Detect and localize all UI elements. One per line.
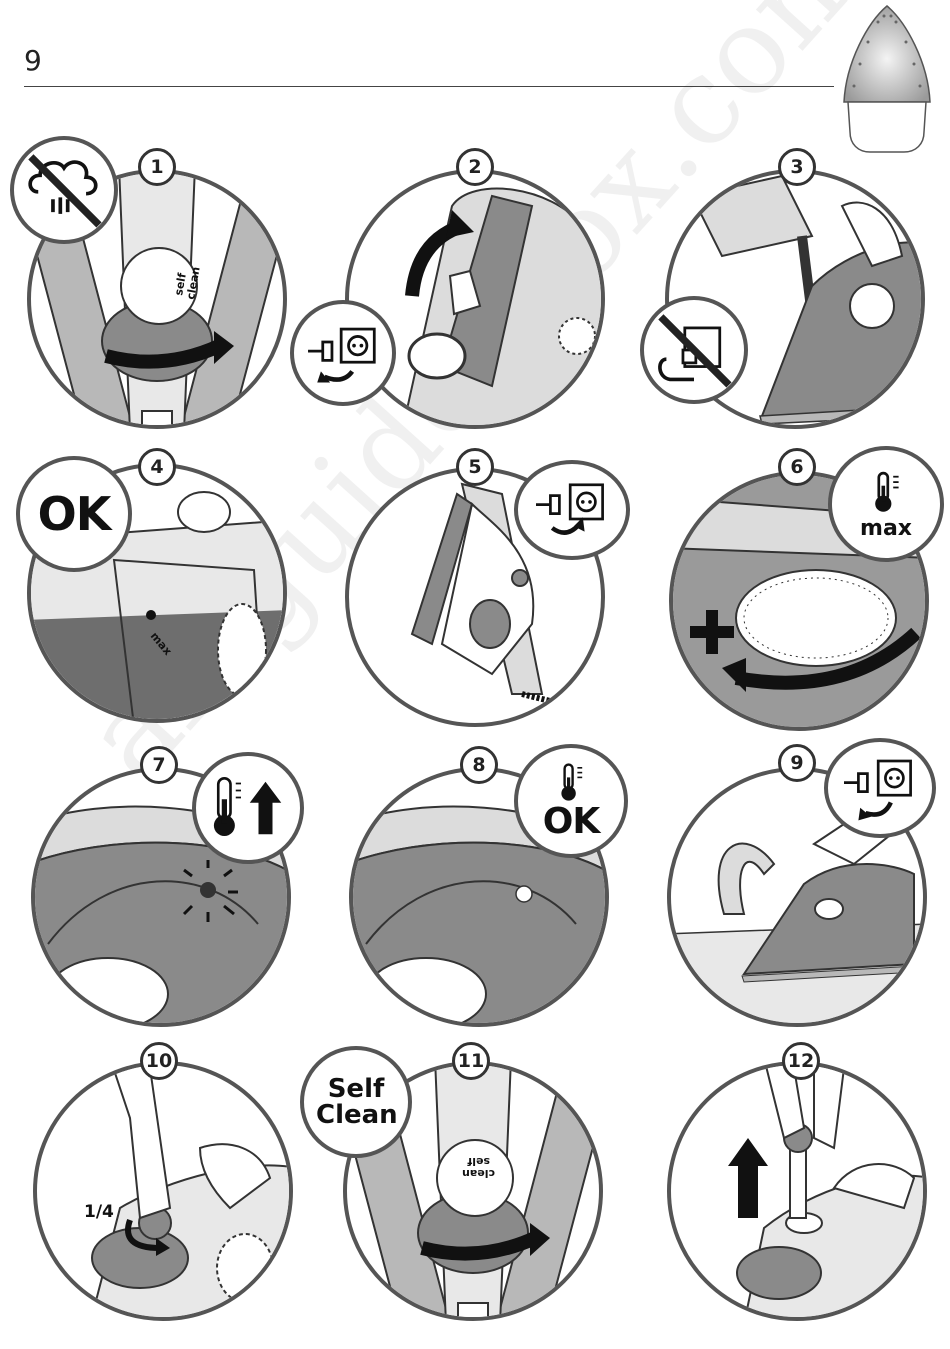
step-number: 5 [456, 448, 494, 486]
plug-in-icon [824, 738, 936, 838]
plug-in-icon [514, 460, 630, 560]
svg-text:clean: clean [462, 1167, 495, 1180]
step-number: 10 [140, 1042, 178, 1080]
max-label: max [860, 516, 912, 541]
quarter-turn-label: 1/4 [84, 1202, 114, 1222]
unplug-icon [290, 300, 396, 406]
step-number: 6 [778, 448, 816, 486]
svg-text:self: self [467, 1155, 490, 1168]
step-number: 11 [452, 1042, 490, 1080]
unplugged-no-power-icon [640, 296, 748, 404]
step-number: 12 [782, 1042, 820, 1080]
self-clean-label: Self Clean [316, 1076, 396, 1128]
ok-label: OK [543, 804, 600, 840]
thermometer-icon [547, 762, 595, 804]
self-clean-callout: Self Clean [300, 1046, 412, 1158]
thermometer-max-callout: max [828, 446, 944, 562]
step-12-illustration [664, 1058, 930, 1324]
thermometer-ok-callout: OK [514, 744, 628, 858]
step-number: 3 [778, 148, 816, 186]
step-number: 4 [138, 448, 176, 486]
step-number: 9 [778, 744, 816, 782]
no-steam-icon [10, 136, 118, 244]
ok-label: OK [38, 487, 111, 541]
thermometer-icon [859, 468, 913, 516]
step-10-illustration [30, 1058, 296, 1324]
thermometer-rising-callout [192, 752, 304, 864]
step-number: 8 [460, 746, 498, 784]
step-number: 7 [140, 746, 178, 784]
step-number: 2 [456, 148, 494, 186]
step-number: 1 [138, 148, 176, 186]
ok-callout: OK [16, 456, 132, 572]
